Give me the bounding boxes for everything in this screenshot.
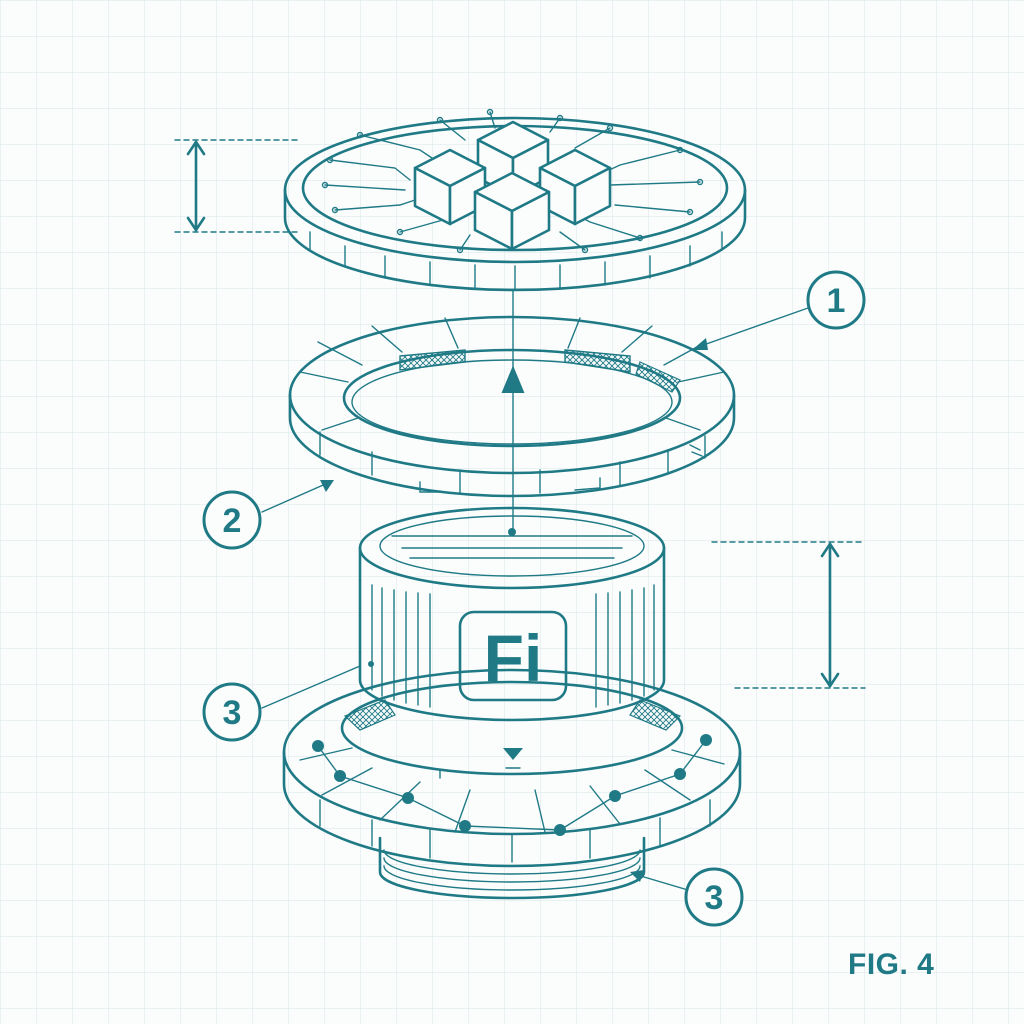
- callout-3a-number: 3: [223, 694, 242, 732]
- dimension-arrow-right: [711, 541, 866, 689]
- callout-3b-number: 3: [705, 879, 724, 917]
- axis-arrow-up: [501, 365, 525, 393]
- callout-leaders: [261, 307, 809, 891]
- base-thread: [378, 836, 646, 900]
- callout-2: 2: [202, 490, 262, 550]
- callout-3b: 3: [684, 867, 744, 927]
- cylinder-logo-text: Fi: [484, 621, 543, 695]
- cube-cluster-icon: [413, 120, 612, 251]
- dimension-arrow-top: [174, 139, 301, 233]
- callout-1: 1: [806, 270, 866, 330]
- circuit-traces: [321, 108, 704, 254]
- top-disc: [283, 108, 747, 292]
- figure-label: FIG. 4: [848, 948, 935, 981]
- upper-ring: [288, 315, 736, 498]
- axis-arrow-down: [503, 748, 523, 760]
- base-ring: [282, 668, 742, 900]
- callout-1-number: 1: [827, 282, 846, 320]
- callout-2-number: 2: [223, 502, 242, 540]
- callout-3a: 3: [202, 682, 262, 742]
